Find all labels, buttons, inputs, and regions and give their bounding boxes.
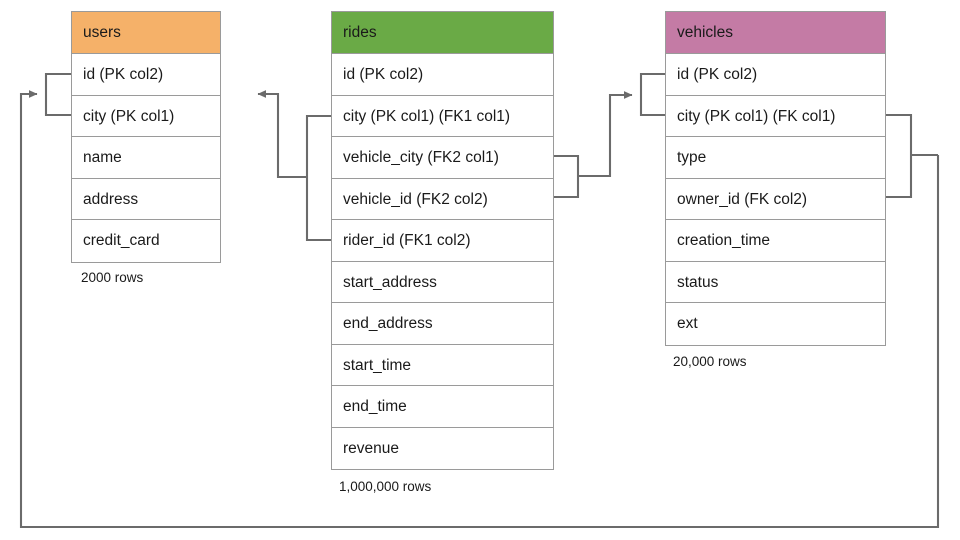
connector-rides-to-users-wire (257, 90, 307, 179)
table-rides-column-end-address[interactable]: end_address (332, 303, 553, 345)
table-rides-column-id[interactable]: id (PK col2) (332, 54, 553, 96)
connector-rides-right-bracket (554, 154, 580, 199)
table-vehicles-column-ext[interactable]: ext (666, 303, 885, 345)
table-rides-column-rider-id[interactable]: rider_id (FK1 col2) (332, 220, 553, 262)
table-vehicles-column-id[interactable]: id (PK col2) (666, 54, 885, 96)
connector-rides-left-bracket (305, 114, 331, 242)
table-rides-column-city[interactable]: city (PK col1) (FK1 col1) (332, 95, 553, 137)
table-rides-column-vehicle-id[interactable]: vehicle_id (FK2 col2) (332, 178, 553, 220)
table-vehicles-title: vehicles (666, 12, 885, 54)
table-users-column-city[interactable]: city (PK col1) (72, 95, 220, 137)
table-rides-column-revenue[interactable]: revenue (332, 427, 553, 469)
table-users-column-address[interactable]: address (72, 178, 220, 220)
table-rides-row-count: 1,000,000 rows (339, 479, 432, 494)
table-users-column-credit-card[interactable]: credit_card (72, 220, 220, 262)
connector-users-bracket (44, 72, 71, 117)
table-vehicles-column-owner-id[interactable]: owner_id (FK col2) (666, 178, 885, 220)
table-vehicles-column-city[interactable]: city (PK col1) (FK col1) (666, 95, 885, 137)
table-rides-column-start-time[interactable]: start_time (332, 344, 553, 386)
table-users[interactable]: users id (PK col2) city (PK col1) name a… (71, 11, 221, 263)
table-rides-column-start-address[interactable]: start_address (332, 261, 553, 303)
table-rides-column-vehicle-city[interactable]: vehicle_city (FK2 col1) (332, 137, 553, 179)
table-users-column-name[interactable]: name (72, 137, 220, 179)
table-rides-column-end-time[interactable]: end_time (332, 386, 553, 428)
table-vehicles-column-type[interactable]: type (666, 137, 885, 179)
table-rides[interactable]: rides id (PK col2) city (PK col1) (FK1 c… (331, 11, 554, 470)
table-vehicles-row-count: 20,000 rows (673, 354, 747, 369)
table-vehicles-column-status[interactable]: status (666, 261, 885, 303)
table-vehicles-column-creation-time[interactable]: creation_time (666, 220, 885, 262)
connector-vehicles-right-bracket (886, 113, 913, 199)
table-rides-title: rides (332, 12, 553, 54)
table-users-title: users (72, 12, 220, 54)
table-users-row-count: 2000 rows (81, 270, 144, 285)
connector-rides-to-vehicles-wire (578, 91, 633, 178)
table-vehicles[interactable]: vehicles id (PK col2) city (PK col1) (FK… (665, 11, 886, 346)
table-users-column-id[interactable]: id (PK col2) (72, 54, 220, 96)
connector-vehicles-left-bracket (639, 72, 665, 117)
